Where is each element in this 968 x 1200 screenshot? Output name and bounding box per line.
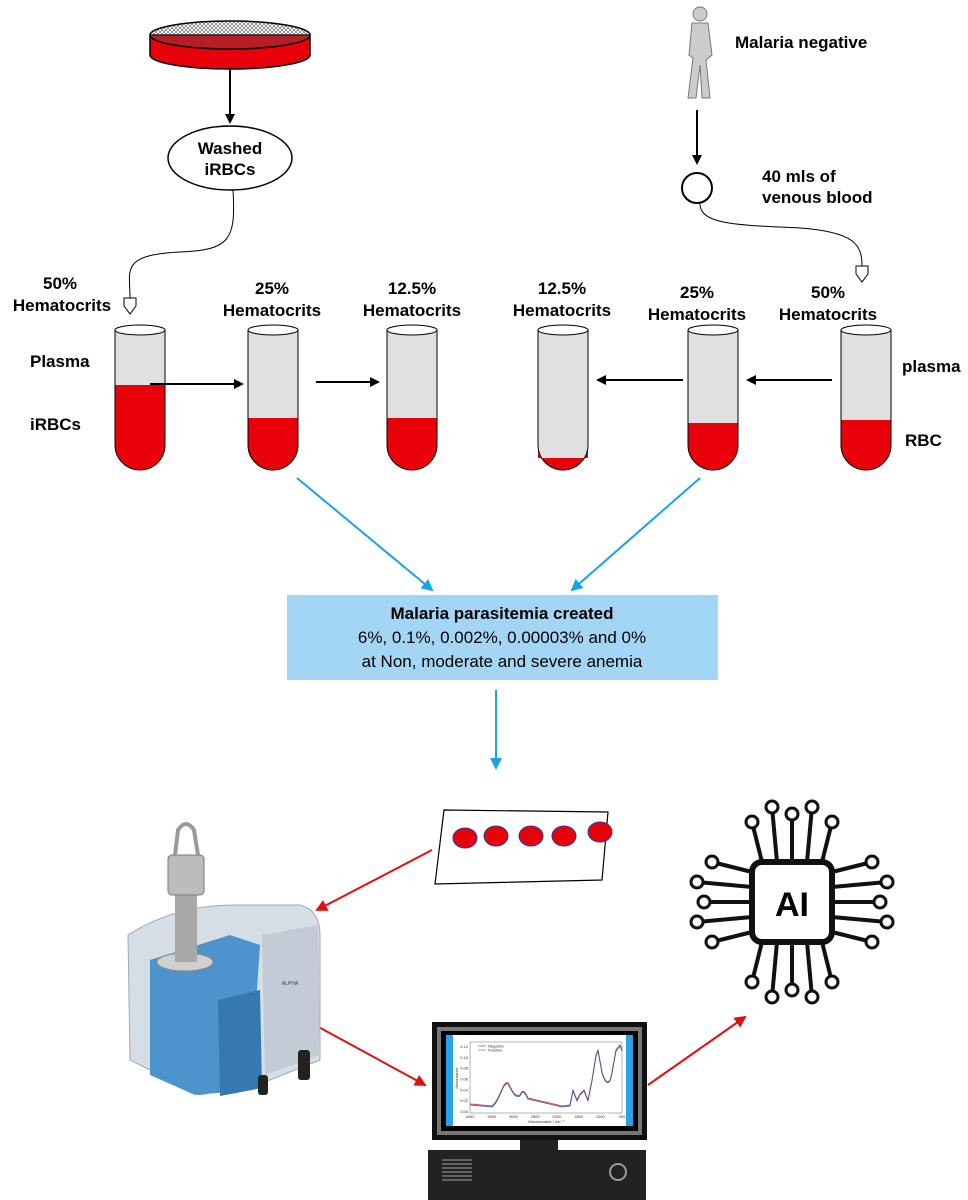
- tube-1-label: Hematocrits: [13, 296, 111, 315]
- screen-y-tick: 0.06: [460, 1077, 469, 1082]
- pour-arrow-left-icon: [123, 297, 137, 315]
- tube-5-label: Hematocrits: [648, 305, 746, 324]
- circuit-node: [689, 914, 705, 930]
- box-line-3: at Non, moderate and severe anemia: [362, 652, 643, 671]
- red-arrow-to-spectrometer: [315, 849, 433, 911]
- circuit-node: [824, 814, 840, 830]
- circuit-node: [824, 974, 840, 990]
- circuit-node: [784, 806, 800, 822]
- screen-legend-item: Negative: [488, 1044, 505, 1049]
- irbcs-label-left: iRBCs: [30, 415, 81, 434]
- circuit-node: [804, 989, 820, 1005]
- test-tube-5: [687, 324, 739, 471]
- screen-legend-item: Positive: [488, 1048, 503, 1053]
- tube-3-percent: 12.5%: [388, 279, 436, 298]
- screen-y-tick: 0.04: [460, 1087, 469, 1092]
- box-title: Malaria parasitemia created: [390, 604, 613, 623]
- circuit-node: [879, 914, 895, 930]
- circuit-node: [864, 854, 880, 870]
- screen-x-label: Wavenumber / cm⁻¹: [528, 1119, 564, 1124]
- test-tube-1: [114, 324, 166, 471]
- screen-y-tick: 0.02: [460, 1098, 469, 1103]
- test-tube-6: [840, 324, 892, 471]
- tube-5-percent: 25%: [680, 283, 714, 302]
- power-button-icon: [609, 1163, 627, 1181]
- circuit-node: [689, 874, 705, 890]
- connector-right: [699, 203, 863, 267]
- circuit-node: [764, 989, 780, 1005]
- circuit-node: [744, 974, 760, 990]
- screen-y-tick: 0.08: [460, 1066, 469, 1071]
- screen-x-tick: 1500: [574, 1114, 584, 1119]
- tube-2-label: Hematocrits: [223, 301, 321, 320]
- screen-x-tick: 3000: [509, 1114, 519, 1119]
- screen-series-positive: [469, 1045, 623, 1108]
- screen-x-tick: 4000: [466, 1114, 476, 1119]
- tubes: [114, 324, 892, 471]
- tube-6-percent: 50%: [811, 283, 845, 302]
- test-tube-3: [386, 324, 438, 471]
- blue-arrow-left: [296, 477, 434, 592]
- circuit-node: [744, 814, 760, 830]
- red-arrow-to-computer: [314, 1024, 427, 1086]
- screen-x-tick: 1000: [596, 1114, 606, 1119]
- circuit-node: [872, 894, 888, 910]
- ai-chip-icon: AI: [689, 799, 895, 1005]
- test-tube-4: [537, 324, 589, 471]
- screen-x-tick: 2000: [552, 1114, 562, 1119]
- screen-chart-frame: [469, 1041, 623, 1114]
- tube-6-label: Hematocrits: [779, 305, 877, 324]
- rbc-label-right: RBC: [905, 431, 942, 450]
- washed-irbcs-node: Washed iRBCs: [167, 125, 293, 191]
- parasitemia-box: Malaria parasitemia created 6%, 0.1%, 0.…: [287, 595, 718, 680]
- tube-3-label: Hematocrits: [363, 301, 461, 320]
- circuit-node: [764, 799, 780, 815]
- plasma-label-left: Plasma: [30, 352, 90, 371]
- petri-dish-icon: [149, 20, 311, 70]
- blue-arrow-right: [570, 477, 701, 592]
- screen-x-tick: 500: [619, 1114, 626, 1119]
- plasma-label-right: plasma: [902, 357, 961, 376]
- screen-y-tick: 0.12: [460, 1044, 469, 1049]
- circuit-node: [864, 934, 880, 950]
- screen-y-label: Absorbance: [454, 1067, 459, 1089]
- irbcs-label: iRBCs: [204, 160, 255, 179]
- connector-left: [128, 189, 235, 299]
- circuit-node: [696, 894, 712, 910]
- screen-y-tick: 0.00: [460, 1109, 469, 1114]
- washed-label: Washed: [198, 139, 263, 158]
- blood-volume-label: 40 mls of: [762, 167, 836, 186]
- circuit-node: [704, 934, 720, 950]
- tube-4-label: Hematocrits: [513, 301, 611, 320]
- blood-volume-label-2: venous blood: [762, 188, 873, 207]
- circuit-node: [804, 799, 820, 815]
- donor-label: Malaria negative: [735, 33, 867, 52]
- screen-series-negative: [469, 1044, 623, 1107]
- ftir-spectrometer-icon: ALPHA: [127, 822, 321, 1096]
- blood-sample-icon: [681, 172, 713, 204]
- screen-y-tick: 0.10: [460, 1055, 469, 1060]
- ai-label: AI: [775, 886, 809, 924]
- brand-label: ALPHA: [282, 981, 299, 987]
- tube-4-percent: 12.5%: [538, 279, 586, 298]
- circuit-node: [704, 854, 720, 870]
- person-icon: [687, 6, 713, 99]
- circuit-node: [784, 982, 800, 998]
- tube-2-percent: 25%: [255, 279, 289, 298]
- red-arrow-to-ai: [647, 1015, 747, 1086]
- screen-x-tick: 3500: [487, 1114, 497, 1119]
- pour-arrow-right-icon: [855, 265, 869, 283]
- screen-spectrum-chart: 4000 3500 3000 2500 2000 1500 1000 500 0.12 0.10 0…: [454, 1041, 626, 1124]
- tube-labels: 50% Hematocrits 25% Hematocrits 12.5% He…: [13, 274, 877, 324]
- tube-1-percent: 50%: [43, 274, 77, 293]
- box-line-2: 6%, 0.1%, 0.002%, 0.00003% and 0%: [358, 628, 646, 647]
- blood-smear-slide: [434, 809, 613, 885]
- circuit-node: [879, 874, 895, 890]
- screen-x-tick: 2500: [531, 1114, 541, 1119]
- computer-monitor-icon: 4000 3500 3000 2500 2000 1500 1000 500 0.12 0.10 0…: [428, 1022, 647, 1200]
- test-tube-2: [247, 324, 299, 471]
